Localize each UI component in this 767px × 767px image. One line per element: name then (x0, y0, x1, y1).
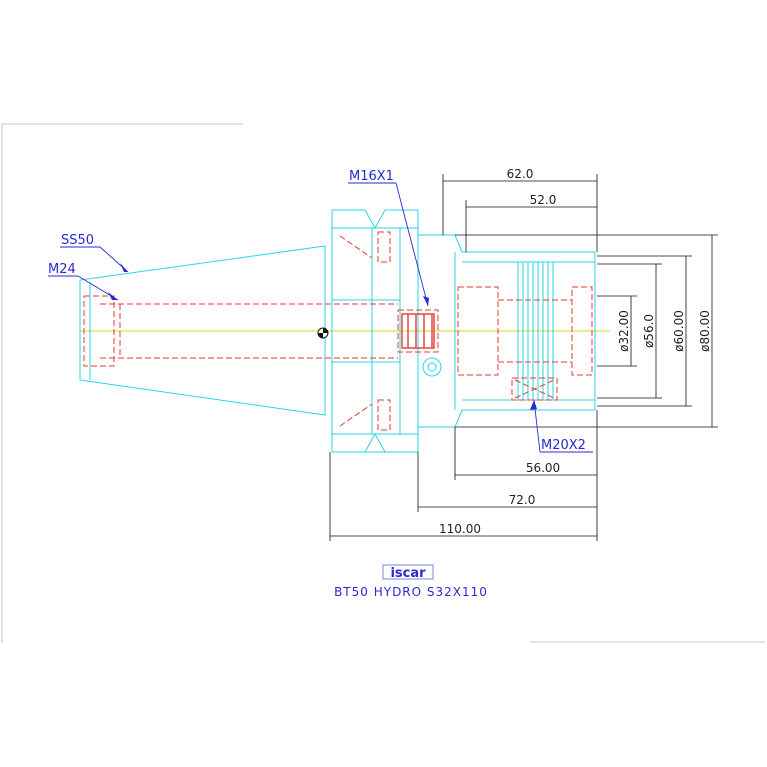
dimension-lines (329, 174, 718, 541)
body-outline (418, 234, 596, 428)
callout-m20: M20X2 (541, 438, 586, 453)
dimension-56: 56.00 (526, 461, 560, 475)
dimension-110: 110.00 (439, 522, 481, 536)
logo-text: iscar (390, 566, 426, 581)
flange-outline (331, 209, 419, 453)
drawing-title: BT50 HYDRO S32X110 (334, 585, 488, 599)
callout-arrowheads (108, 263, 537, 410)
clamp-screw (401, 313, 435, 349)
dimension-dia32: ø32.00 (617, 310, 631, 352)
dimension-dia80: ø80.00 (698, 310, 712, 352)
callout-m16: M16X1 (349, 169, 394, 184)
callout-m24: M24 (48, 262, 76, 277)
dimension-62: 62.0 (507, 167, 534, 181)
sheet-frame (1, 123, 765, 643)
dimension-dia56: ø56.0 (642, 314, 656, 348)
hidden-features (83, 231, 593, 431)
callout-leaders (48, 182, 593, 453)
dimension-52: 52.0 (530, 193, 557, 207)
gauge-point-icon (317, 327, 329, 339)
dimension-dia60: ø60.00 (672, 310, 686, 352)
dimension-72: 72.0 (509, 493, 536, 507)
callout-ss50: SS50 (61, 233, 94, 248)
brand-logo: iscar (382, 564, 434, 581)
